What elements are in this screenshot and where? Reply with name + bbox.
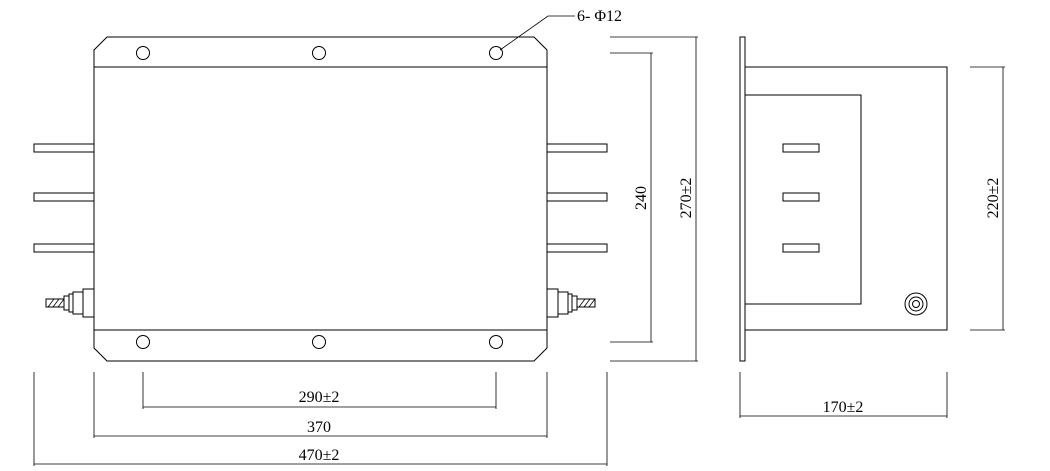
terminal-bar	[546, 192, 608, 202]
mounting-hole	[312, 46, 326, 60]
left-terminals	[33, 143, 95, 253]
front-body-outline	[93, 36, 548, 362]
terminal-bar	[546, 143, 608, 153]
stud-base	[82, 288, 95, 318]
hole-spacing-label: 290±2	[299, 389, 340, 406]
stud-rod	[576, 298, 596, 308]
side-flange-plate	[739, 36, 746, 362]
overall-height-label: 270±2	[678, 178, 695, 219]
overall-height-dimension: 270±2	[610, 36, 698, 362]
side-height-label: 220±2	[985, 178, 1002, 219]
stud-nut	[63, 295, 70, 311]
side-height-dimension: 220±2	[970, 66, 1005, 331]
terminal-slot	[782, 243, 820, 253]
terminal-slot	[782, 192, 820, 202]
inner-height-dimension: 240	[610, 52, 653, 343]
front-view: 6- Φ12 290±2 370 470±2 240	[33, 8, 698, 466]
stud-base	[546, 288, 559, 318]
terminal-bar	[33, 143, 95, 153]
side-terminal-block	[744, 94, 862, 305]
stud-nut	[567, 293, 573, 313]
side-depth-dimension: 170±2	[739, 372, 948, 418]
hole-spacing-dimension: 290±2	[142, 372, 497, 409]
right-terminals	[546, 143, 608, 253]
inner-height-label: 240	[633, 186, 650, 210]
stud-nut	[68, 293, 74, 313]
side-terminal-slots	[782, 143, 820, 253]
mounting-hole	[312, 335, 326, 349]
body-width-label: 370	[307, 419, 331, 436]
body-width-dimension: 370	[93, 372, 548, 438]
left-ground-stud	[45, 288, 95, 318]
overall-width-label: 470±2	[299, 447, 340, 464]
terminal-bar	[546, 243, 608, 253]
mounting-hole	[489, 335, 503, 349]
overall-width-dimension: 470±2	[33, 372, 608, 466]
right-ground-stud	[546, 288, 596, 318]
side-body-outline	[744, 66, 948, 331]
terminal-slot	[782, 143, 820, 153]
terminal-bar	[33, 243, 95, 253]
mounting-hole	[489, 46, 503, 60]
stud-nut	[571, 295, 578, 311]
hole-callout-label: 6- Φ12	[577, 8, 622, 25]
side-view: 220±2 170±2	[739, 36, 1005, 418]
mounting-hole	[136, 46, 150, 60]
side-ground-stud	[904, 292, 928, 316]
hole-callout-leader	[499, 15, 575, 51]
mounting-holes	[136, 46, 503, 349]
stud-washer	[557, 291, 569, 315]
side-depth-label: 170±2	[823, 399, 864, 416]
terminal-bar	[33, 192, 95, 202]
mounting-hole	[136, 335, 150, 349]
stud-washer	[72, 291, 84, 315]
